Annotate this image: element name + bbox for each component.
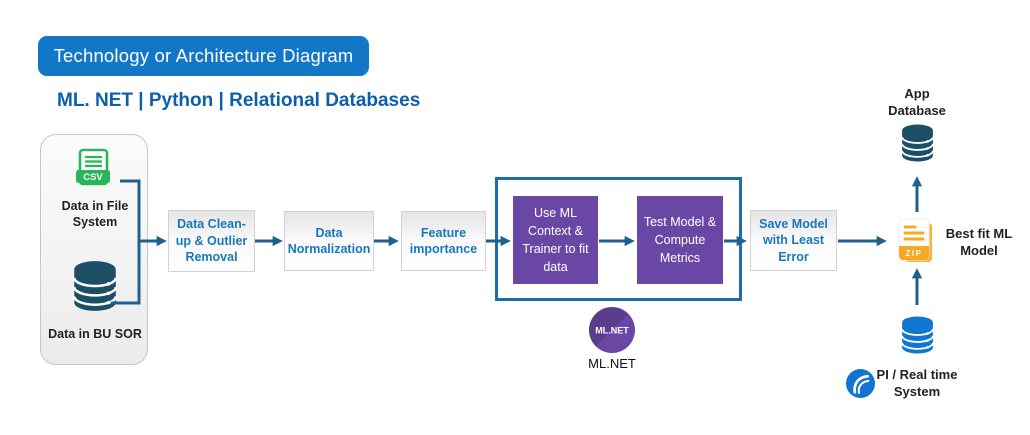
- app-database-icon: [901, 124, 934, 162]
- mlnet-logo-icon: ML.NET: [589, 307, 635, 353]
- mlnet-logo-label: ML.NET: [595, 326, 629, 336]
- csv-badge-label: CSV: [83, 172, 103, 183]
- ml-fit-box: Use ML Context & Trainer to fit data: [513, 196, 598, 284]
- app-database-label: App Database: [888, 86, 946, 118]
- mlnet-caption: ML.NET: [588, 356, 636, 371]
- csv-file-icon: CSV: [76, 148, 110, 186]
- ml-test-box: Test Model & Compute Metrics: [637, 196, 723, 284]
- pi-system-logo-icon: [846, 369, 875, 398]
- tech-stack-subtitle: ML. NET | Python | Relational Databases: [57, 90, 421, 111]
- title-banner-label: Technology or Architecture Diagram: [53, 45, 354, 66]
- realtime-system-label: PI / Real time System: [876, 367, 958, 399]
- process-save-model: Save Model with Least Error: [750, 210, 837, 271]
- bu-sor-label: Data in BU SOR: [48, 327, 142, 341]
- realtime-database-icon: [901, 316, 934, 354]
- process-data-normalization: Data Normalization: [284, 211, 374, 271]
- data-sources-container: CSV Data in File System Data in BU SOR: [40, 134, 148, 365]
- process-data-cleanup: Data Clean-up & Outlier Removal: [168, 210, 255, 272]
- zip-model-file-icon: ZIP: [898, 218, 932, 262]
- process-feature-importance: Feature importance: [401, 211, 486, 271]
- title-banner: Technology or Architecture Diagram: [38, 36, 369, 76]
- best-fit-model-label: Best fit ML Model: [945, 226, 1013, 258]
- bu-sor-database-icon: [72, 261, 118, 311]
- file-system-label: Data in File System: [61, 199, 129, 230]
- zip-badge-label: ZIP: [906, 249, 923, 258]
